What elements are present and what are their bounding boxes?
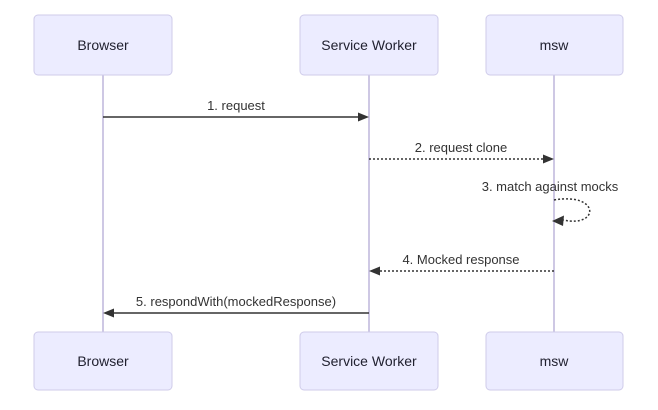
arrowhead-right-icon [358,112,369,122]
actor-label-service-worker: Service Worker [321,37,417,53]
actor-top-browser: Browser [33,14,173,76]
actor-box [33,331,173,391]
message-label-4: 4. Mocked response [402,252,519,267]
actor-label-browser: Browser [77,353,129,369]
actor-bottom-browser: Browser [33,331,173,391]
actor-label-browser: Browser [77,37,129,53]
actor-top-msw: msw [485,14,624,76]
arrowhead-left-icon [369,266,380,276]
actor-label-msw: msw [540,353,570,369]
actor-box [33,14,173,76]
actor-label-service-worker: Service Worker [321,353,417,369]
arrowhead-right-icon [543,154,554,164]
actor-box [299,331,439,391]
self-loop-path [553,198,591,222]
actor-label-msw: msw [540,37,570,53]
actor-box [485,331,624,391]
arrowhead-left-icon [552,215,564,226]
actor-top-service-worker: Service Worker [299,14,439,76]
message-label-5: 5. respondWith(mockedResponse) [136,294,336,309]
message-label-3: 3. match against mocks [482,179,619,194]
actor-box [485,14,624,76]
message-label-2: 2. request clone [415,140,508,155]
actor-bottom-msw: msw [485,331,624,391]
arrowhead-left-icon [103,308,114,318]
message-label-1: 1. request [207,98,265,113]
actor-bottom-service-worker: Service Worker [299,331,439,391]
actor-box [299,14,439,76]
